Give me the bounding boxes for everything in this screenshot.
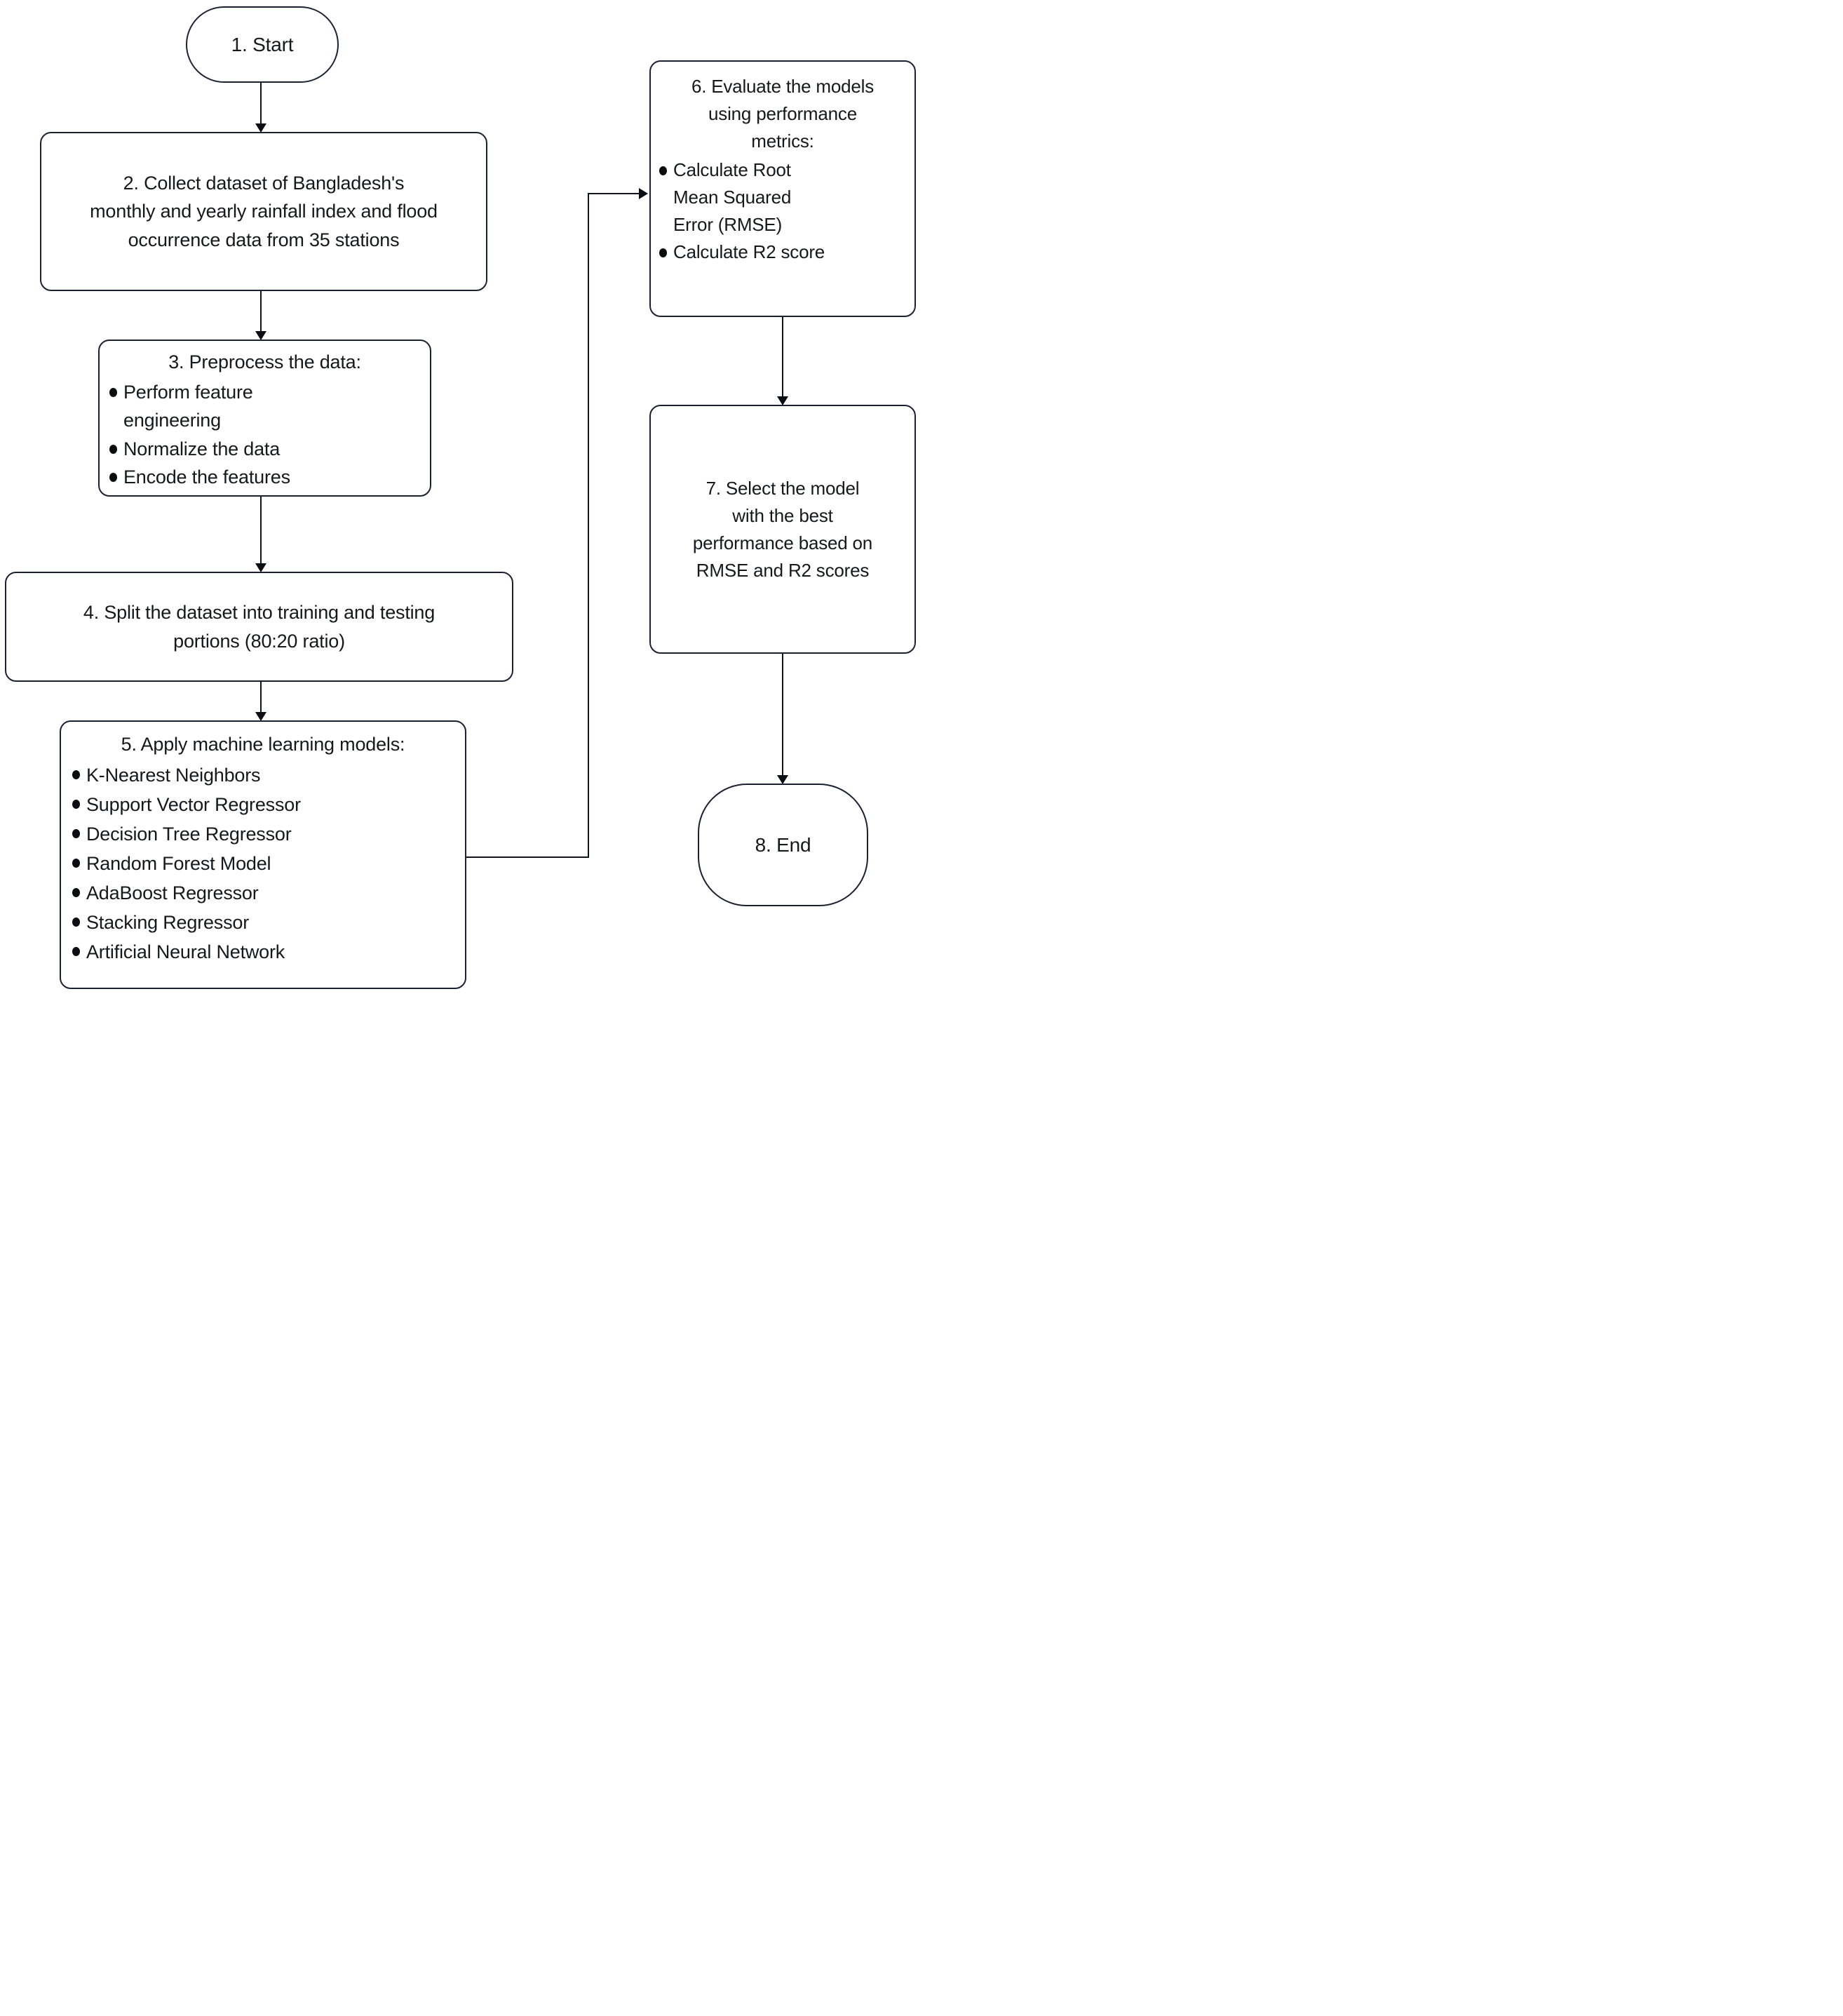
bullet-icon [72,947,80,957]
preprocess-node: 3. Preprocess the data: Perform feature … [98,340,431,497]
bullet-icon [109,387,117,397]
arrow-start-to-collect-line [260,83,262,124]
list-item: Support Vector Regressor [72,790,465,819]
evaluate-models-title: 6. Evaluate the models using performance… [691,76,875,152]
apply-models-title: 5. Apply machine learning models: [121,734,405,755]
bullet-icon [109,473,117,482]
start-node: 1. Start [186,6,339,83]
arrow-apply-to-evaluate-segment [466,856,589,858]
list-item: Normalize the data [109,435,430,464]
list-item: Perform feature engineering [109,378,430,435]
collect-dataset-label: 2. Collect dataset of Bangladesh's month… [90,172,438,250]
apply-models-node: 5. Apply machine learning models: K-Near… [60,720,466,989]
bullet-icon [72,918,80,927]
arrowhead-icon [255,331,266,340]
list-item: AdaBoost Regressor [72,878,465,908]
preprocess-title: 3. Preprocess the data: [168,351,361,372]
bullet-icon [72,858,80,868]
flowchart-canvas: 1. Start 2. Collect dataset of Banglades… [0,0,922,1008]
end-label: 8. End [755,833,811,856]
split-dataset-node: 4. Split the dataset into training and t… [5,572,513,682]
split-dataset-label: 4. Split the dataset into training and t… [83,602,436,652]
apply-models-bullet-list: K-Nearest Neighbors Support Vector Regre… [61,760,465,967]
bullet-icon [659,166,667,175]
list-item: K-Nearest Neighbors [72,760,465,790]
arrow-apply-to-evaluate-segment [588,193,641,194]
evaluate-models-node: 6. Evaluate the models using performance… [649,60,916,317]
arrow-select-to-end-line [782,654,783,776]
bullet-icon [72,799,80,809]
arrowhead-icon [777,775,788,784]
arrow-collect-to-preprocess-line [260,291,262,332]
list-item: Random Forest Model [72,849,465,878]
bullet-icon [72,828,80,838]
arrow-evaluate-to-select-line [782,317,783,397]
bullet-icon [109,444,117,454]
end-node: 8. End [698,784,868,906]
list-item: Calculate R2 score [659,238,914,266]
select-model-label: 7. Select the model with the best perfor… [692,477,873,581]
list-item: Encode the features [109,463,430,492]
list-item: Calculate Root Mean Squared Error (RMSE) [659,156,914,238]
preprocess-bullet-list: Perform feature engineering Normalize th… [100,378,430,492]
arrow-apply-to-evaluate-segment [588,193,589,858]
arrowhead-icon [255,563,266,572]
select-model-node: 7. Select the model with the best perfor… [649,405,916,654]
arrowhead-icon [777,396,788,405]
arrowhead-icon [255,712,266,721]
bullet-icon [72,887,80,897]
list-item: Decision Tree Regressor [72,819,465,849]
arrow-split-to-apply-line [260,681,262,713]
list-item: Stacking Regressor [72,908,465,937]
bullet-icon [659,248,667,257]
arrowhead-icon [639,188,648,199]
arrow-preprocess-to-split-line [260,497,262,564]
collect-dataset-node: 2. Collect dataset of Bangladesh's month… [40,132,487,291]
list-item: Artificial Neural Network [72,937,465,967]
arrowhead-icon [255,123,266,133]
start-label: 1. Start [231,33,294,55]
evaluate-bullet-list: Calculate Root Mean Squared Error (RMSE)… [651,156,914,266]
bullet-icon [72,770,80,779]
